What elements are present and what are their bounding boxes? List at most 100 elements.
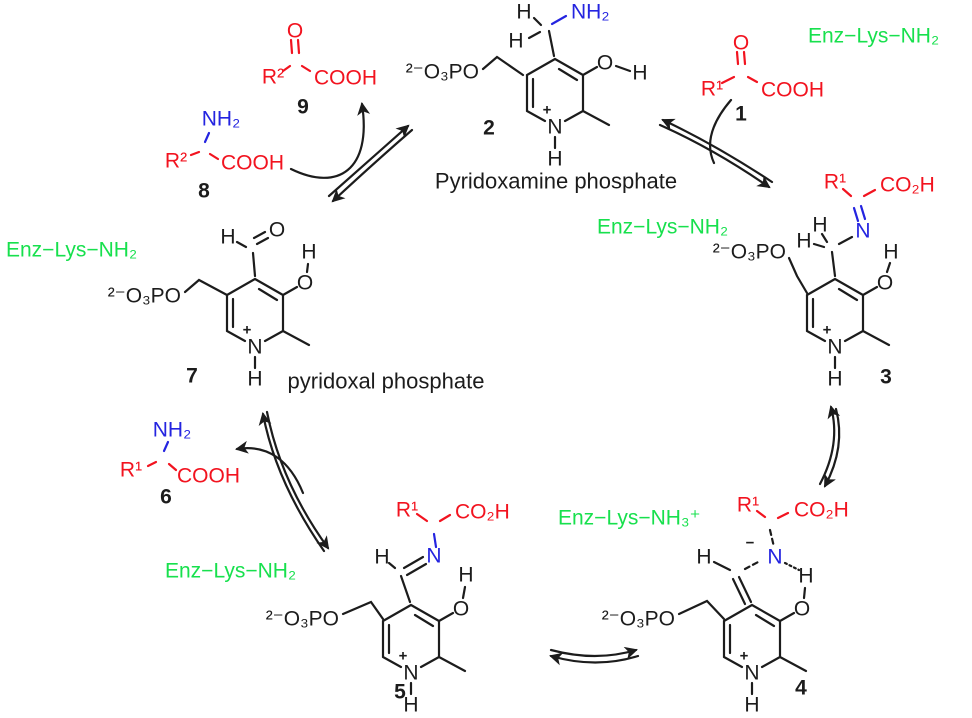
compound-number-5: 5 [394,681,406,704]
n-c-bond [432,532,438,549]
equilibrium-arrow-7-5 [265,410,330,550]
ch2-bonds [527,16,556,58]
r1-group: R¹ [824,171,846,194]
cooh-group: COOH [314,67,377,90]
methine-hydrogen: H [374,546,389,569]
oh-bond [802,586,807,600]
equilibrium-arrow-2-7 [331,128,414,203]
cooh-group: COOH [221,152,284,175]
substrate-1-entering-arrow [709,98,733,165]
phosphate-group: ²⁻O₃PO [406,61,479,84]
amine-group: NH₂ [571,1,609,24]
enz-lys-nh2-label-left: Enz−Lys−NH₂ [6,239,137,262]
enzyme-labels: Enz−Lys−NH₂ Enz−Lys−NH₂ Enz−Lys−NH₂ Enz−… [6,25,939,583]
phosphate-linker-bond [481,55,525,77]
ch2-bonds [812,232,854,278]
imine-nitrogen: N [426,545,441,568]
phosphate-group: ²⁻O₃PO [108,285,181,308]
product-9-leaving-arrow [289,102,371,179]
delocalized-partial-bonds [743,528,776,571]
phosphate-group: ²⁻O₃PO [713,241,786,264]
keto-acid-bonds [720,50,759,85]
phenol-oxygen: O [597,52,613,75]
c-nh2-bond [203,131,211,144]
n-hydrogen: H [547,148,562,171]
phenol-hydrogen: H [301,241,316,264]
phenol-oxygen: O [453,598,469,621]
compound-number-7: 7 [186,365,198,388]
keto-oxygen: O [287,20,303,43]
structure-9-keto-acid-product: R² O COOH 9 [262,20,377,119]
compound-number-4: 4 [795,677,807,700]
phenol-oxygen: O [794,598,810,621]
enz-lys-nh2-label-right: Enz−Lys−NH₂ [597,216,728,239]
enz-lys-nh3-label-bottom-right: Enz−Lys−NH₃⁺ [558,507,701,530]
substrate-bonds [415,512,452,523]
ch2-hydrogen: H [516,1,531,24]
compound-number-1: 1 [735,103,747,126]
oh-bond [305,262,310,274]
methine-hydrogen: H [696,546,711,569]
co2h-group: CO₂H [880,174,935,197]
pyridoxal-phosphate-title: pyridoxal phosphate [288,369,485,394]
structure-1-keto-acid: R¹ O COOH 1 [701,32,824,126]
cooh-group: COOH [761,79,824,102]
plus-charge: + [740,648,749,665]
phosphate-linker-bond [787,256,809,295]
equilibrium-arrow-3-2 [661,118,774,184]
oh-bond [461,585,467,600]
equilibrium-arrow-5-4 [549,646,638,660]
hydrogen-bond-dots [783,561,801,572]
n-hydrogen: H [403,694,418,717]
compound-number-3: 3 [880,366,892,389]
equilibrium-arrow-7-2 [327,124,410,198]
co2h-group: CO₂H [794,499,849,522]
structure-3-aldimine: N + H O H ²⁻O₃PO H H N R¹ CO₂H 3 [713,171,935,391]
r2-group: R² [165,150,187,173]
ring-nitrogen: N [403,662,418,685]
keto-acid-bonds [281,38,312,73]
amine-group: NH₂ [153,419,191,442]
imine-nitrogen: N [855,220,870,243]
r1-group: R¹ [701,78,723,101]
phenol-hydrogen: H [883,241,898,264]
aldehyde-oxygen: O [269,219,285,242]
ring-nitrogen: N [247,336,262,359]
phosphate-group: ²⁻O₃PO [266,608,339,631]
product-6-leaving-arrow [235,440,305,495]
enz-lys-nh2-label-bottom-left: Enz−Lys−NH₂ [165,560,296,583]
r2-group: R² [262,66,284,89]
plus-charge: + [543,102,552,119]
ch2-hydrogen: H [796,230,811,253]
r1-group: R¹ [737,494,759,517]
structure-2-pyridoxamine-phosphate: N + H O H ²⁻O₃PO H H NH₂ 2 Pyridoxamine … [406,1,677,194]
c-nh2-bond [550,14,568,26]
ring-nitrogen: N [744,662,759,685]
compound-number-9: 9 [297,96,309,119]
substrate-bonds [841,187,877,198]
equilibrium-arrow-5-7 [258,412,326,553]
r1-group: R¹ [396,499,418,522]
ch2-hydrogen: H [508,30,523,53]
amine-group: NH₂ [202,108,240,131]
enz-lys-nh2-label-top-right: Enz−Lys−NH₂ [808,25,939,48]
cycle-arrows [235,98,841,666]
n-hydrogen: H [744,694,759,717]
phenol-oxygen: O [297,272,313,295]
structure-7-pyridoxal-phosphate: N + H O H ²⁻O₃PO H O 7 pyridoxal phospha… [108,219,485,394]
structure-4-quinonoid: N + H O H ²⁻O₃PO H − N R¹ CO₂H 4 [602,494,849,717]
aldehyde-hydrogen: H [220,226,235,249]
phenol-oxygen: O [877,272,893,295]
amino-acid-bonds [189,150,220,161]
structure-6-amino-acid-product: NH₂ R¹ COOH 6 [120,419,240,509]
phosphate-group: ²⁻O₃PO [602,608,675,631]
bridging-hydrogen: H [798,565,813,588]
compound-number-8: 8 [198,180,210,203]
ring-nitrogen: N [827,336,842,359]
aldehyde-bonds [235,230,270,278]
minus-charge: − [746,535,755,552]
co2h-group: CO₂H [455,501,510,524]
structure-5-product-aldimine: N + H O H ²⁻O₃PO H N R¹ CO₂H 5 [266,499,510,717]
